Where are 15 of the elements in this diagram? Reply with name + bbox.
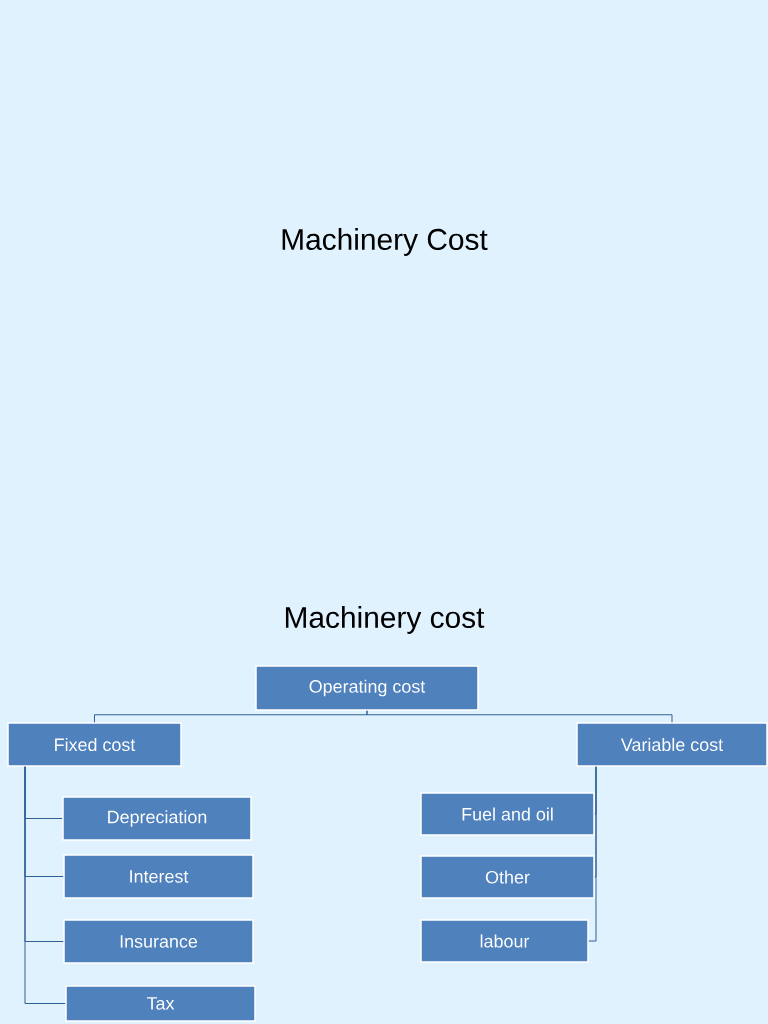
connector-line <box>588 766 597 942</box>
cost-box: Other <box>420 855 595 899</box>
cost-box: labour <box>420 919 589 963</box>
cost-box: Tax <box>65 985 256 1022</box>
cost-box: Operating cost <box>255 665 479 711</box>
cost-box: Fuel and oil <box>420 792 595 836</box>
cost-box: Interest <box>63 854 254 899</box>
cost-box: Variable cost <box>576 722 768 767</box>
connector-line <box>366 710 673 723</box>
connector-line <box>24 766 66 1004</box>
slide-title: Machinery Cost <box>282 228 488 256</box>
cost-box: Fixed cost <box>7 722 182 767</box>
cost-box: Depreciation <box>62 796 252 841</box>
cost-box: Insurance <box>63 919 254 964</box>
slide-heading: Machinery cost <box>285 606 485 634</box>
